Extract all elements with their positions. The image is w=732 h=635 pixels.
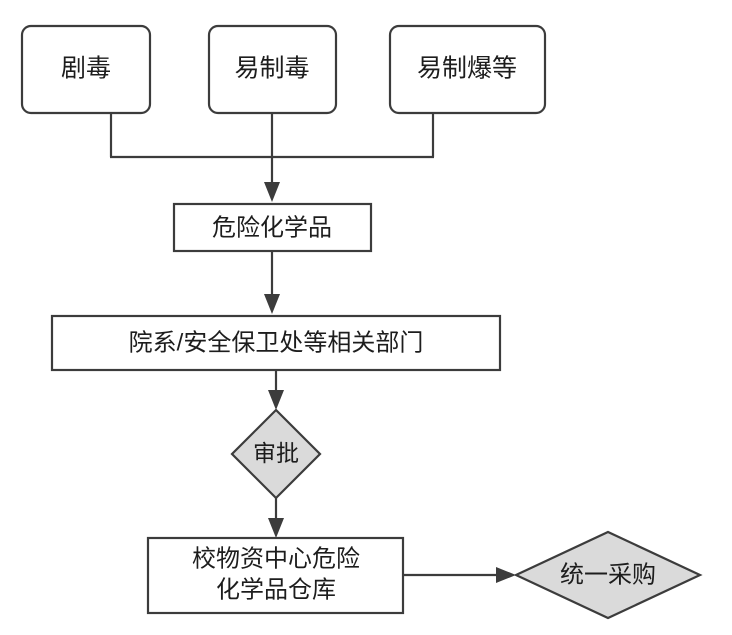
arrow-head-to-shenpi [268,390,284,410]
node-shen-pi-decision[interactable]: 审批 [230,408,322,500]
node-yi-zhi-bao-deng-label: 易制爆等 [417,55,517,83]
node-tong-yi-cai-gou-decision[interactable]: 统一采购 [513,530,703,620]
node-wei-xian-hua-xue-pin[interactable]: 危险化学品 [172,202,373,253]
arrow-head-to-yuanxi [264,294,280,314]
node-yi-zhi-bao-deng[interactable]: 易制爆等 [388,24,547,115]
node-xiao-wu-zi-warehouse-shape[interactable] [146,536,405,615]
node-xiao-wu-zi-warehouse[interactable]: 校物资中心危险 化学品仓库 [146,536,405,615]
node-shen-pi-decision-label: 审批 [253,440,299,466]
node-jue-du-shape[interactable] [20,24,152,115]
node-jue-du[interactable]: 剧毒 [20,24,152,115]
node-yi-zhi-du-shape[interactable] [207,24,338,115]
node-tong-yi-cai-gou-decision-label: 统一采购 [560,561,656,588]
node-yuan-xi-departments[interactable]: 院系/安全保卫处等相关部门 [50,314,502,372]
node-yi-zhi-du-label: 易制毒 [234,55,309,83]
node-yi-zhi-du[interactable]: 易制毒 [207,24,338,115]
node-layer: 剧毒 易制毒 易制爆等 危险化学品 院系/安全保卫处等相关部门 [20,24,703,620]
connector-layer [109,113,516,583]
node-shen-pi-decision-shape[interactable] [230,408,322,500]
node-tong-yi-cai-gou-decision-shape[interactable] [513,530,703,620]
node-yuan-xi-departments-label: 院系/安全保卫处等相关部门 [129,329,424,356]
node-xiao-wu-zi-warehouse-label-line1: 校物资中心危险 [192,545,360,572]
node-wei-xian-hua-xue-pin-label: 危险化学品 [212,214,332,241]
arrow-head-to-cangku [268,518,284,538]
node-wei-xian-hua-xue-pin-shape[interactable] [172,202,373,253]
arrow-head-to-weixian [264,182,280,202]
arrow-head-to-caigou [496,567,516,583]
node-jue-du-label: 剧毒 [61,55,111,83]
node-yi-zhi-bao-deng-shape[interactable] [388,24,547,115]
node-xiao-wu-zi-warehouse-label-line2: 化学品仓库 [216,576,336,603]
node-yuan-xi-departments-shape[interactable] [50,314,502,372]
